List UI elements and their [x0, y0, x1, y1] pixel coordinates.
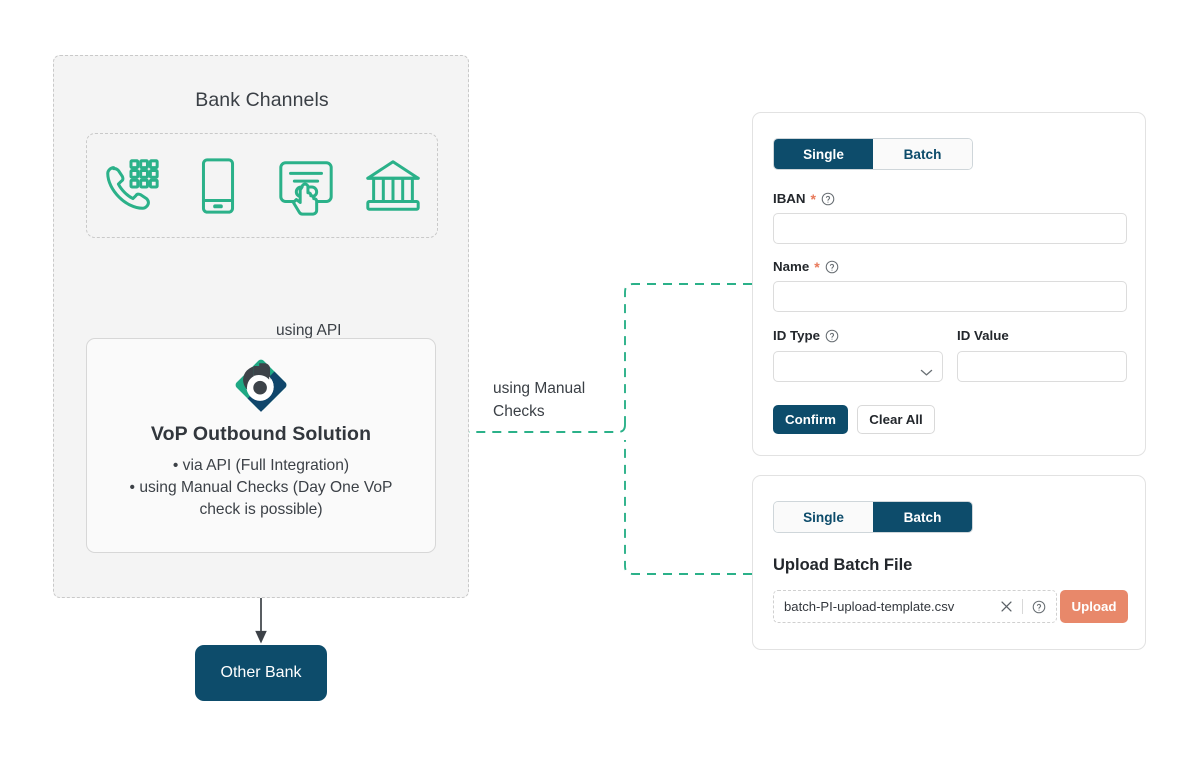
iban-help-icon[interactable]	[821, 192, 835, 206]
online-click-icon	[275, 155, 337, 217]
other-bank-label: Other Bank	[220, 664, 302, 681]
name-label-group: Name *	[773, 259, 839, 274]
selected-file-name: batch-PI-upload-template.csv	[784, 599, 955, 614]
vop-brand-logo	[87, 356, 435, 414]
tab-batch[interactable]: Batch	[873, 139, 972, 169]
single-check-panel: Single Batch IBAN * Name *	[752, 112, 1146, 456]
id-value-label: ID Value	[957, 328, 1009, 343]
dashed-branch-batch	[624, 440, 752, 575]
batch-panel-tabs: Single Batch	[773, 501, 973, 533]
tab-single[interactable]: Single	[774, 139, 873, 169]
bank-channels-title: Bank Channels	[195, 89, 329, 111]
name-required-marker: *	[814, 258, 820, 275]
other-bank-node: Other Bank	[195, 645, 327, 701]
id-value-label-group: ID Value	[957, 328, 1009, 343]
dashed-branch-single	[624, 283, 752, 425]
vop-outbound-solution-card: VoP Outbound Solution • via API (Full In…	[86, 338, 436, 553]
id-type-select[interactable]	[773, 351, 943, 382]
batch-upload-panel: Single Batch Upload Batch File batch-PI-…	[752, 475, 1146, 650]
single-panel-tabs: Single Batch	[773, 138, 973, 170]
vop-card-title: VoP Outbound Solution	[150, 423, 372, 445]
channel-icons-row	[86, 133, 438, 238]
tab-single-batchpanel[interactable]: Single	[774, 502, 873, 532]
confirm-button[interactable]: Confirm	[773, 405, 848, 434]
id-type-label-group: ID Type	[773, 328, 839, 343]
vop-bullet-2-cont: check is possible)	[199, 501, 323, 518]
close-icon[interactable]	[1000, 600, 1013, 613]
name-input[interactable]	[773, 281, 1127, 312]
file-row-divider	[1022, 599, 1023, 614]
id-type-label: ID Type	[773, 328, 821, 343]
chevron-down-icon	[920, 363, 933, 376]
vop-card-bullets: • via API (Full Integration) • using Man…	[101, 455, 421, 521]
tab-batch-batchpanel[interactable]: Batch	[873, 502, 972, 532]
clear-all-button[interactable]: Clear All	[857, 405, 935, 434]
vop-bullet-2: • using Manual Checks (Day One VoP	[129, 479, 393, 496]
iban-input[interactable]	[773, 213, 1127, 244]
upload-button[interactable]: Upload	[1060, 590, 1128, 623]
iban-label: IBAN	[773, 191, 806, 206]
manual-checks-flow-label: using Manual Checks	[493, 380, 586, 420]
id-type-help-icon[interactable]	[825, 329, 839, 343]
vop-bullet-1: • via API (Full Integration)	[172, 457, 350, 474]
bank-building-icon	[362, 155, 424, 217]
name-help-icon[interactable]	[825, 260, 839, 274]
phone-keypad-icon	[100, 155, 162, 217]
upload-help-icon[interactable]	[1032, 600, 1046, 614]
mobile-phone-icon	[187, 155, 249, 217]
name-label: Name	[773, 259, 810, 274]
iban-required-marker: *	[810, 190, 816, 207]
id-value-input[interactable]	[957, 351, 1127, 382]
selected-file-row[interactable]: batch-PI-upload-template.csv	[773, 590, 1057, 623]
iban-label-group: IBAN *	[773, 191, 835, 206]
upload-batch-file-title: Upload Batch File	[773, 556, 913, 574]
